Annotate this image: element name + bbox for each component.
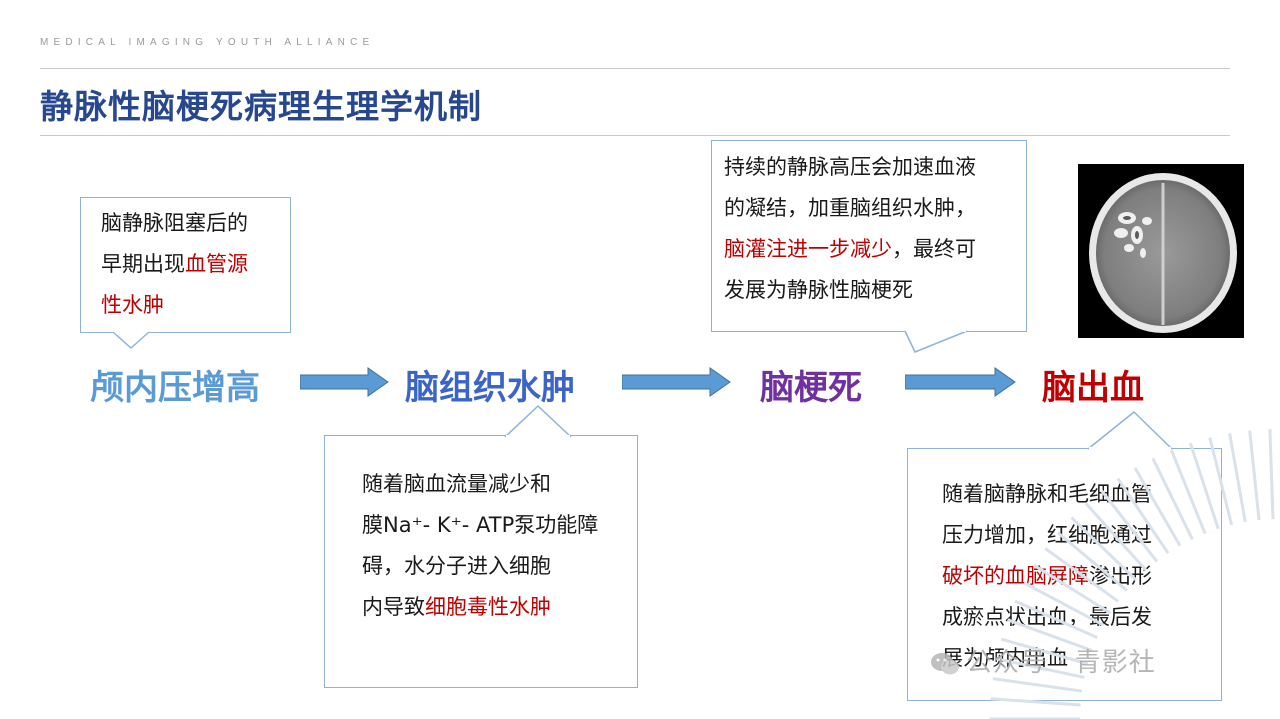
- note-line: 持续的静脉高压会加速血液: [724, 147, 1026, 188]
- note-box-infarction: 持续的静脉高压会加速血液的凝结，加重脑组织水肿， 脑灌注进一步减少，最终可发展为静…: [711, 140, 1027, 332]
- note-line: 脑静脉阻塞后的: [101, 203, 290, 244]
- decorative-ray: [1228, 433, 1247, 523]
- note-text: 持续的静脉高压会加速血液的凝结，加重脑组织水肿， 脑灌注进一步减少，最终可发展为静…: [724, 147, 1026, 311]
- note-line: 早期出现血管源: [101, 244, 290, 285]
- note-line: 内导致细胞毒性水肿: [362, 587, 637, 628]
- note-segment: 展为颅内出血: [942, 646, 1068, 670]
- note-line: 压力增加，红细胞通过: [942, 515, 1221, 556]
- arrow-right-icon: [905, 367, 1016, 397]
- callout-pointer: [504, 404, 572, 439]
- note-segment: 膜Na⁺- K⁺- ATP泵功能障: [362, 513, 599, 537]
- note-segment: 随着脑静脉和毛细血管: [942, 482, 1152, 506]
- watermark-text: 公众号 · 青影社: [966, 648, 1156, 678]
- header-org-text: MEDICAL IMAGING YOUTH ALLIANCE: [40, 37, 375, 48]
- note-segment: 发展为静脉性脑梗死: [724, 278, 913, 302]
- page-title: 静脉性脑梗死病理生理学机制: [40, 87, 482, 126]
- callout-pointer: [904, 329, 968, 353]
- decorative-ray: [992, 677, 1083, 693]
- stage-brain-infarction: 脑梗死: [760, 368, 862, 408]
- note-box-vasogenic-edema: 脑静脉阻塞后的早期出现血管源性水肿: [80, 197, 291, 333]
- note-line: 碍，水分子进入细胞: [362, 546, 637, 587]
- note-segment: 随着脑血流量减少和: [362, 472, 551, 496]
- note-line: 的凝结，加重脑组织水肿，: [724, 188, 1026, 229]
- note-line: 性水肿: [101, 285, 290, 326]
- decorative-ray: [1056, 531, 1128, 592]
- decorative-ray: [1116, 477, 1170, 555]
- decorative-ray: [1248, 430, 1261, 521]
- note-line: 展为颅内出血: [942, 638, 1221, 679]
- decorative-ray: [1070, 516, 1138, 582]
- note-segment: 早期出现: [101, 252, 185, 276]
- decorative-ray: [1188, 442, 1220, 530]
- note-box-cytotoxic-edema: 随着脑血流量减少和膜Na⁺- K⁺- ATP泵功能障碍，水分子进入细胞内导致细胞…: [324, 435, 638, 688]
- note-segment: 成瘀点状出血，最后发: [942, 605, 1152, 629]
- note-highlight: 性水肿: [101, 293, 164, 317]
- stage-brain-hemorrhage: 脑出血: [1042, 368, 1144, 408]
- note-line: 膜Na⁺- K⁺- ATP泵功能障: [362, 505, 637, 546]
- decorative-ray: [990, 697, 1081, 707]
- decorative-ray: [1133, 467, 1182, 547]
- decorative-ray: [1169, 449, 1207, 535]
- decorative-ray: [1044, 547, 1120, 603]
- note-highlight: 血管源: [185, 252, 248, 276]
- note-segment: ，最终可: [892, 237, 976, 261]
- decorative-ray: [1023, 581, 1105, 627]
- decorative-ray: [1014, 599, 1098, 640]
- decorative-radial-lines: [990, 429, 1275, 719]
- decorative-ray: [1000, 637, 1089, 666]
- decorative-ray: [1100, 489, 1159, 563]
- header-rule-bottom: [40, 135, 1230, 136]
- decorative-ray: [1268, 429, 1275, 520]
- note-line: 发展为静脉性脑梗死: [724, 270, 1026, 311]
- ct-brain-scan-image: [1076, 162, 1246, 340]
- arrow-right-icon: [300, 367, 389, 397]
- callout-pointer: [112, 330, 150, 350]
- wechat-icon: [931, 652, 959, 674]
- decorative-ray: [1033, 564, 1112, 615]
- header-rule-top: [40, 68, 1230, 69]
- note-line: 随着脑静脉和毛细血管: [942, 474, 1221, 515]
- note-text: 脑静脉阻塞后的早期出现血管源性水肿: [101, 203, 290, 326]
- note-highlight: 脑灌注进一步减少: [724, 237, 892, 261]
- decorative-ray: [1084, 502, 1148, 572]
- note-segment: 压力增加，红细胞通过: [942, 523, 1152, 547]
- stage-brain-edema: 脑组织水肿: [405, 368, 575, 408]
- note-segment: 脑静脉阻塞后的: [101, 211, 248, 235]
- note-segment: 碍，水分子进入细胞: [362, 554, 551, 578]
- decorative-ray: [1006, 618, 1093, 653]
- note-segment: 持续的静脉高压会加速血液: [724, 155, 976, 179]
- decorative-ray: [1151, 457, 1194, 540]
- note-highlight: 细胞毒性水肿: [425, 595, 551, 619]
- note-segment: 的凝结，加重脑组织水肿，: [724, 196, 976, 220]
- note-line: 成瘀点状出血，最后发: [942, 597, 1221, 638]
- note-segment: 内导致: [362, 595, 425, 619]
- stage-intracranial-pressure: 颅内压增高: [90, 368, 260, 408]
- watermark: 公众号 · 青影社: [930, 642, 1156, 679]
- note-line: 随着脑血流量减少和: [362, 464, 637, 505]
- note-line: 脑灌注进一步减少，最终可: [724, 229, 1026, 270]
- decorative-ray: [996, 657, 1085, 679]
- callout-pointer: [1087, 410, 1173, 451]
- arrow-right-icon: [622, 367, 731, 397]
- decorative-ray: [1208, 437, 1234, 526]
- note-text: 随着脑血流量减少和膜Na⁺- K⁺- ATP泵功能障碍，水分子进入细胞内导致细胞…: [362, 464, 637, 628]
